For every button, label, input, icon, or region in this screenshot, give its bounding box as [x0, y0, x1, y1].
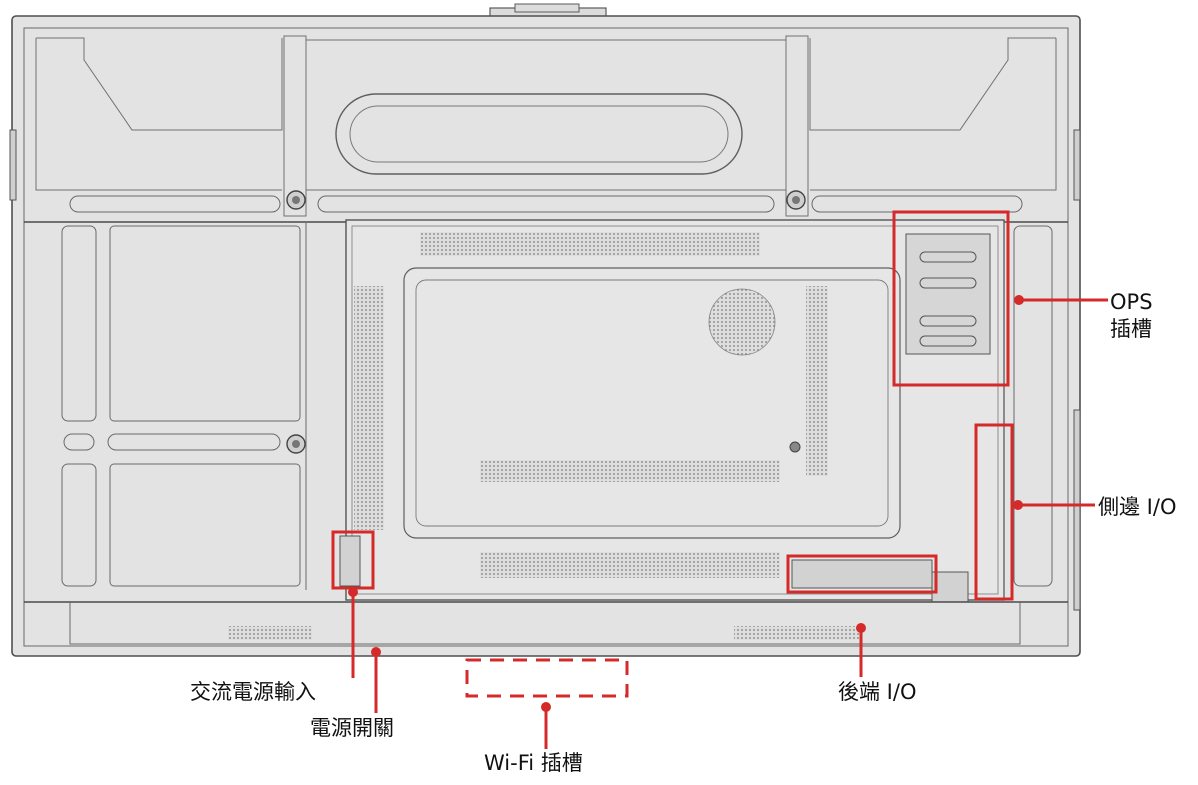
top-handle-notch	[514, 3, 580, 13]
left-lower-panel	[109, 463, 301, 587]
left-upper-outer-rail	[61, 225, 97, 422]
upper-brace-right-diagonal	[810, 38, 1057, 191]
center-recess-outer	[403, 267, 901, 539]
right-side-handle-bottom	[1073, 409, 1081, 611]
rear-io-box	[786, 554, 938, 594]
vent-grill-left	[354, 286, 384, 530]
rear-screw	[789, 441, 801, 453]
vent-grill-bottom-right	[734, 626, 862, 640]
rear-io-strip	[791, 559, 933, 589]
rear-cover	[345, 219, 1005, 601]
ops-bay-plate	[905, 233, 991, 355]
vent-grill-top	[420, 232, 760, 256]
vent-grill-right	[806, 286, 828, 476]
right-side-handle-top	[1073, 129, 1081, 201]
upper-left-column	[283, 35, 307, 217]
right-lower-rail	[1013, 225, 1053, 587]
upper-brace-left-diagonal	[35, 38, 282, 191]
vent-grill-bottom	[480, 552, 780, 578]
power-switch-label: 電源開關	[310, 716, 394, 740]
left-mid-rail	[107, 433, 281, 451]
ops-slot-label: OPS 插槽	[1110, 289, 1153, 343]
ac-power-dot	[348, 587, 358, 597]
ac-inlet-body	[339, 535, 361, 587]
callouts	[331, 210, 1108, 749]
base-recess	[69, 602, 1021, 645]
ac-power-input-label: 交流電源輸入	[190, 680, 316, 704]
left-side-handle-top	[9, 129, 17, 201]
ops-bay-slot-3	[919, 315, 977, 327]
ops-slot-label-line1: OPS	[1110, 290, 1153, 314]
upper-right-column	[785, 35, 809, 217]
side-io-label: 側邊 I/O	[1098, 495, 1177, 519]
wifi-slot-box	[465, 658, 629, 698]
lower-left-mount-core	[292, 440, 300, 448]
rear-io-dot	[856, 623, 866, 633]
rear-io-strip-ext	[931, 571, 969, 603]
upper-left-rail-a	[69, 195, 281, 213]
ops-bay-slot-2	[919, 277, 977, 289]
upper-brace-left	[36, 37, 283, 131]
rear-io-label: 後端 I/O	[838, 680, 917, 704]
wifi-slot-label: Wi-Fi 插槽	[484, 751, 583, 775]
rear-cover-inner	[351, 225, 999, 595]
power-switch-dot	[371, 647, 381, 657]
center-recess-inner	[415, 279, 889, 527]
upper-right-mount-core	[792, 196, 800, 204]
center-carry-handle-inner	[349, 105, 729, 163]
left-mid-rail-short	[63, 433, 95, 451]
vent-grill-bottom-left	[228, 626, 312, 640]
left-lower-outer-rail	[61, 463, 97, 587]
vent-grill-center	[480, 460, 780, 482]
upper-brace-right	[809, 37, 1056, 131]
side-io-box	[974, 423, 1014, 601]
upper-center-rail	[317, 195, 775, 213]
upper-left-mount-core	[292, 196, 300, 204]
ops-slot-label-line2: 插槽	[1110, 317, 1152, 341]
speaker-grill	[708, 288, 776, 356]
ops-bay-slot-4	[919, 335, 977, 347]
side-io-dot	[1013, 500, 1023, 510]
ops-slot-box	[892, 210, 1010, 387]
ops-slot-dot	[1014, 295, 1024, 305]
ops-bay-slot-1	[919, 251, 977, 263]
panel-inner-frame	[23, 27, 1069, 647]
left-upper-panel	[109, 225, 301, 422]
center-carry-handle-outer	[335, 93, 743, 175]
wifi-slot-dot	[541, 702, 551, 712]
